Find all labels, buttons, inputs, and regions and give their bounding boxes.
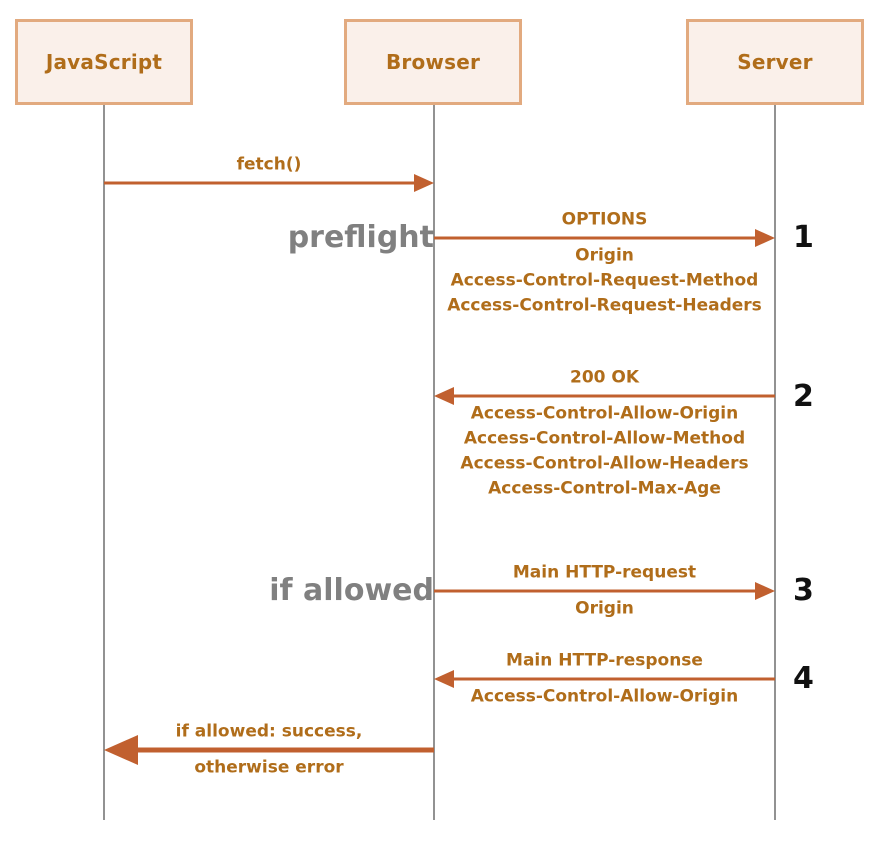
message-result-to-javascript-head — [104, 735, 138, 765]
message-main-http-response-label-below-0: Access-Control-Allow-Origin — [470, 686, 739, 707]
message-preflight-response-200-ok-label-below-2: Access-Control-Allow-Headers — [460, 453, 749, 474]
arrows-group — [104, 174, 775, 765]
step-1: 1 — [793, 220, 814, 255]
message-main-http-response — [434, 670, 775, 688]
actor-box-javascript: JavaScript — [15, 19, 193, 105]
step-3: 3 — [793, 573, 814, 608]
message-fetch — [104, 174, 434, 192]
message-main-http-request-head — [755, 582, 775, 600]
actor-label-server: Server — [737, 50, 813, 74]
message-preflight-response-200-ok-label-below-3: Access-Control-Max-Age — [488, 478, 721, 499]
message-result-to-javascript-label-below-0: otherwise error — [194, 757, 344, 778]
message-options-preflight-request-head — [755, 229, 775, 247]
phase-label-preflight: preflight — [287, 220, 434, 255]
message-options-preflight-request-label-below-0: Origin — [575, 245, 634, 266]
step-2: 2 — [793, 379, 814, 414]
message-preflight-response-200-ok-head — [434, 387, 454, 405]
message-options-preflight-request-label-below-1: Access-Control-Request-Method — [450, 270, 759, 291]
lifelines-group — [103, 105, 776, 820]
message-preflight-response-200-ok-label-below-1: Access-Control-Allow-Method — [463, 428, 746, 449]
message-preflight-response-200-ok-label-above-0: 200 OK — [569, 367, 640, 388]
actor-box-browser: Browser — [344, 19, 522, 105]
message-main-http-request-label-below-0: Origin — [575, 598, 634, 619]
step-4: 4 — [793, 661, 814, 696]
message-result-to-javascript-label-above-0: if allowed: success, — [175, 721, 363, 742]
message-main-http-response-head — [434, 670, 454, 688]
message-preflight-response-200-ok — [434, 387, 775, 405]
message-main-http-request — [434, 582, 775, 600]
message-options-preflight-request-label-below-2: Access-Control-Request-Headers — [447, 295, 762, 316]
message-fetch-label-above-0: fetch() — [236, 154, 302, 175]
message-main-http-request-label-above-0: Main HTTP-request — [512, 562, 697, 583]
message-options-preflight-request-label-above-0: OPTIONS — [561, 209, 648, 230]
actor-label-javascript: JavaScript — [45, 50, 163, 74]
phase-label-if-allowed: if allowed — [269, 573, 434, 608]
message-fetch-head — [414, 174, 434, 192]
actor-box-server: Server — [686, 19, 864, 105]
actor-label-browser: Browser — [385, 50, 481, 74]
message-options-preflight-request — [434, 229, 775, 247]
message-main-http-response-label-above-0: Main HTTP-response — [506, 650, 703, 671]
message-result-to-javascript — [104, 735, 434, 765]
message-preflight-response-200-ok-label-below-0: Access-Control-Allow-Origin — [470, 403, 739, 424]
